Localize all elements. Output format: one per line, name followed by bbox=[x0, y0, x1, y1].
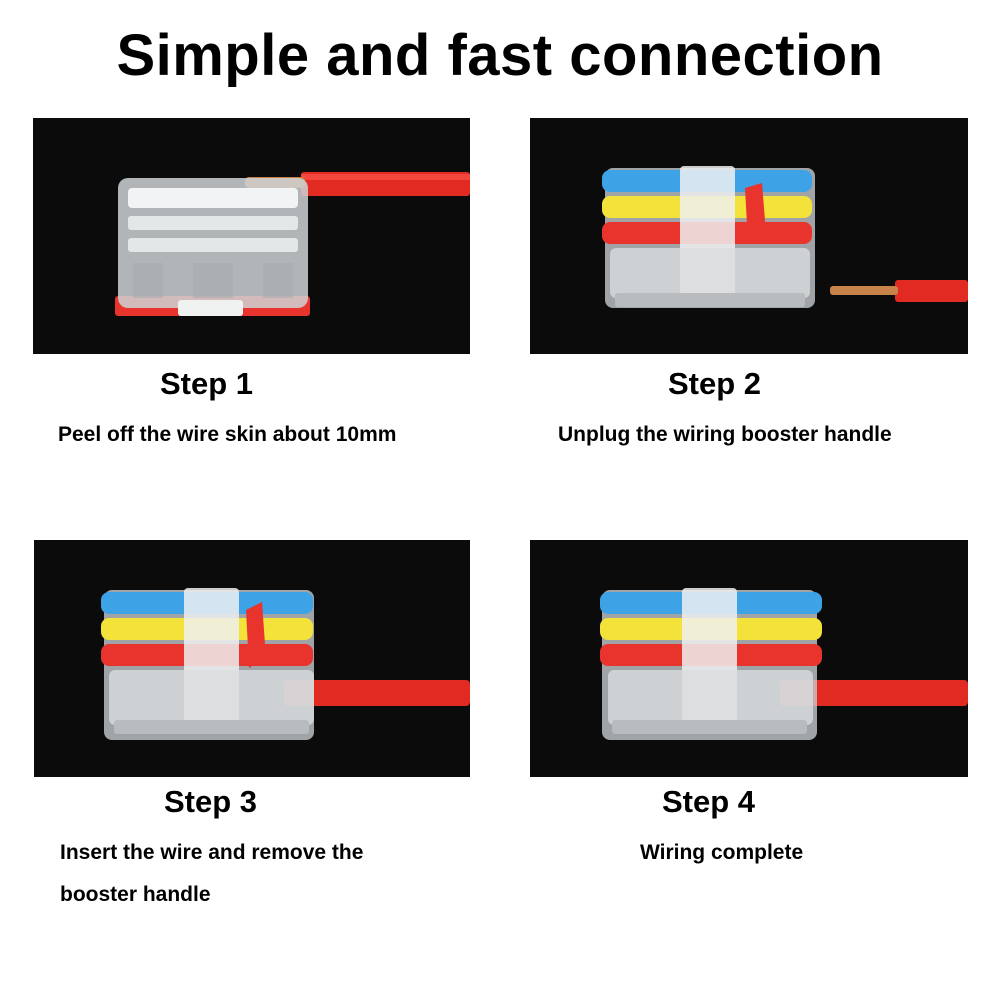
step-3-photo bbox=[34, 540, 470, 777]
red-wire bbox=[780, 680, 968, 706]
step-3-description: Insert the wire and remove the booster h… bbox=[60, 841, 364, 906]
connector-body bbox=[600, 588, 822, 740]
step-4-label: Step 4 bbox=[662, 784, 756, 819]
step-4-photo bbox=[530, 540, 968, 777]
step-2-description: Unplug the wiring booster handle bbox=[558, 423, 892, 446]
step-1-description: Peel off the wire skin about 10mm bbox=[58, 423, 397, 446]
red-wire bbox=[284, 680, 470, 706]
connector-body bbox=[115, 178, 310, 316]
red-wire bbox=[895, 280, 968, 302]
copper-conductor bbox=[830, 286, 898, 295]
connector-body bbox=[101, 588, 314, 740]
red-wire bbox=[301, 172, 470, 196]
step-2-label: Step 2 bbox=[668, 366, 762, 401]
step-1-photo bbox=[33, 118, 470, 354]
connector-body bbox=[602, 166, 815, 308]
step-1-label: Step 1 bbox=[160, 366, 254, 401]
step-3-label: Step 3 bbox=[164, 784, 258, 819]
step-4-description: Wiring complete bbox=[640, 841, 804, 864]
step-2-photo bbox=[530, 118, 968, 354]
page-title: Simple and fast connection bbox=[116, 23, 884, 88]
